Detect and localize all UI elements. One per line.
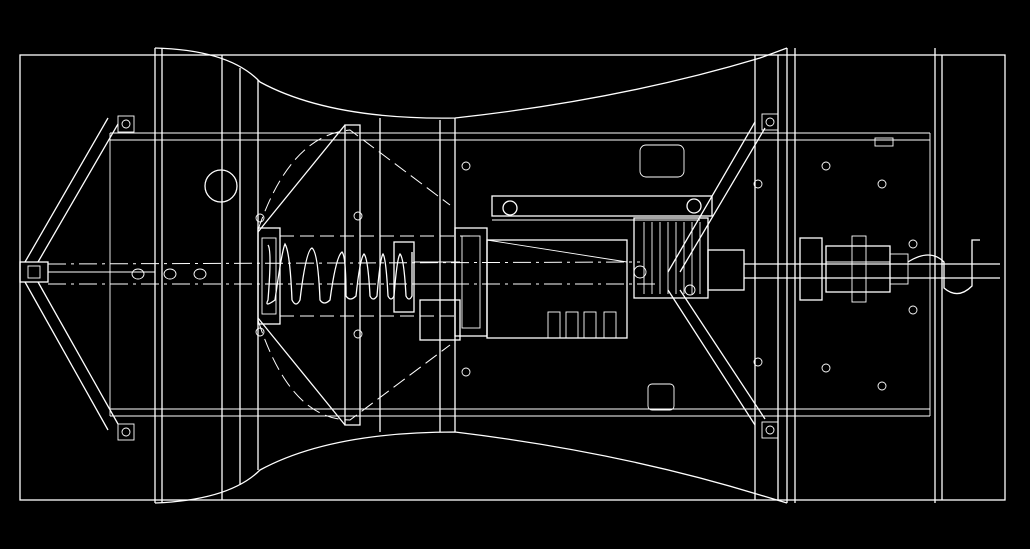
bolt-top-left — [117, 115, 135, 133]
output-shaft — [744, 239, 1000, 295]
cylinder-block — [419, 195, 713, 341]
venturi-profile — [154, 47, 788, 504]
gear-housing — [633, 217, 745, 299]
mounting-bolts — [117, 113, 918, 441]
right-tow-frame — [667, 121, 766, 426]
compression-spring — [266, 241, 460, 313]
outer-casing — [19, 48, 1006, 503]
bolt-top-right — [761, 113, 779, 131]
left-tow-frame — [19, 117, 155, 431]
dashed-guides — [47, 129, 660, 421]
piston-assembly — [257, 124, 361, 426]
coupling — [799, 235, 909, 303]
bolt-bottom-left — [117, 423, 135, 441]
bolt-bottom-right — [761, 421, 779, 439]
